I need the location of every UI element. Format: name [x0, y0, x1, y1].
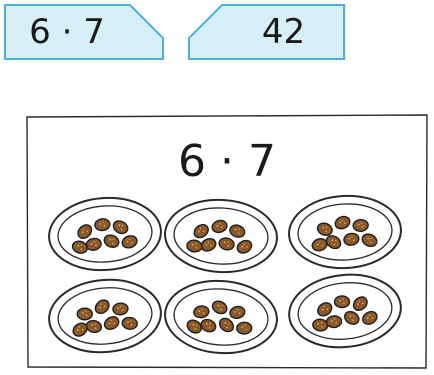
result-text: 42 [222, 4, 345, 60]
expression-text: 6 · 7 [4, 4, 130, 60]
bean [335, 296, 350, 308]
expression-card: 6 · 7 [4, 4, 164, 60]
result-card: 42 [188, 4, 345, 60]
bean [353, 219, 369, 232]
bean [77, 308, 92, 320]
bean [236, 322, 252, 334]
picture-title: 6 · 7 [25, 132, 429, 192]
